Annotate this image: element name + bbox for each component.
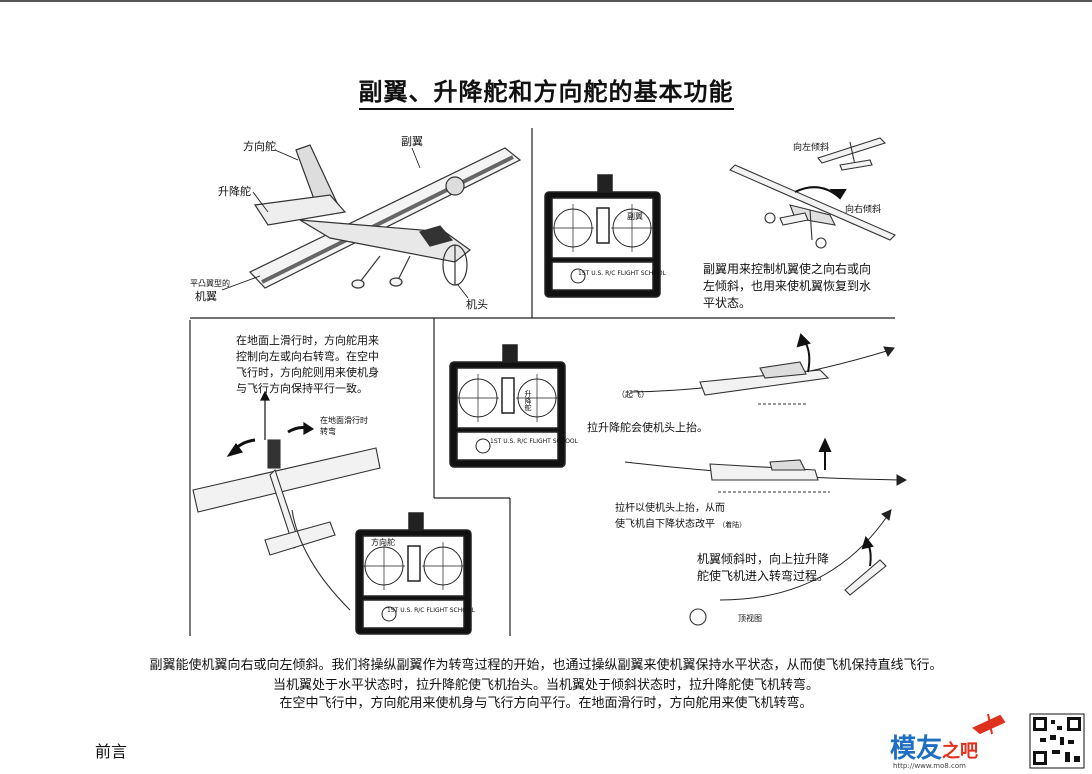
rudder-description: 在地面上滑行时，方向舵用来 控制向左或向右转弯。在空中 飞行时，方向舵则用来使机… bbox=[236, 334, 379, 395]
page-title: 副翼、升降舵和方向舵的基本功能 bbox=[0, 72, 1092, 110]
elevator-planes bbox=[689, 361, 887, 626]
label-aileron: 副翼 bbox=[401, 135, 423, 148]
section-title: 前言 bbox=[95, 742, 128, 761]
label-ground-turn: 在地面滑行时 转弯 bbox=[320, 416, 368, 436]
label-wing-airfoil: 平凸翼型的 bbox=[190, 279, 230, 288]
pull-description-1: 拉杆以使机头上抬，从而 bbox=[615, 503, 725, 514]
tx-school-rudder: 1ST U.S. R/C FLIGHT SCHOOL bbox=[387, 607, 476, 614]
logo-plane-icon bbox=[972, 713, 1006, 735]
tx-label-elevator: 升降舵 bbox=[524, 390, 532, 411]
bank-turn-description: 机翼倾斜时，向上拉升降 舵使飞机进入转弯过程。 bbox=[697, 552, 830, 583]
banking-planes bbox=[729, 137, 896, 249]
qr-code-icon bbox=[1029, 713, 1085, 769]
site-url[interactable]: http://www.mo8.com bbox=[893, 762, 966, 770]
tx-school-aileron: 1ST U.S. R/C FLIGHT SCHOOL bbox=[578, 270, 667, 277]
label-bank-right: 向右倾斜 bbox=[845, 205, 882, 215]
caption-line-3: 在空中飞行中，方向舵用来使机身与飞行方向平行。在地面滑行时，方向舵用来使飞机转弯… bbox=[279, 696, 813, 711]
tx-school-elevator: 1ST U.S. R/C FLIGHT SCHOOL bbox=[490, 438, 579, 445]
label-top-view: 顶视图 bbox=[738, 614, 762, 623]
bank-arrow bbox=[794, 186, 847, 200]
rudder-arrows bbox=[226, 390, 315, 458]
label-nose: 机头 bbox=[466, 298, 488, 311]
label-takeoff: （起飞） bbox=[617, 390, 649, 399]
label-rudder: 方向舵 bbox=[243, 140, 276, 153]
site-logo[interactable]: 模友之吧 bbox=[890, 734, 979, 764]
pull-description-2: 使飞机自下降状态改平 （着陆） bbox=[615, 519, 747, 530]
label-elevator: 升降舵 bbox=[218, 185, 251, 198]
airplane-perspective bbox=[249, 144, 522, 289]
transmitter-aileron bbox=[544, 174, 661, 298]
top-border bbox=[0, 0, 1092, 2]
label-wing: 机翼 bbox=[195, 290, 217, 303]
panel1-leader-lines bbox=[221, 147, 469, 299]
transmitter-elevator bbox=[449, 344, 566, 468]
aileron-description: 副翼用来控制机翼使之向右或向 左倾斜，也用来使机翼恢复到水 平状态。 bbox=[703, 262, 872, 310]
tx-label-aileron: 副翼 bbox=[627, 212, 643, 221]
label-elevator-up: 拉升降舵会使机头上抬。 bbox=[587, 421, 708, 434]
caption-line-2: 当机翼处于水平状态时，拉升降舵使飞机抬头。当机翼处于倾斜状态时，拉升降舵使飞机转… bbox=[272, 678, 819, 693]
rudder-top-view bbox=[192, 439, 381, 611]
label-bank-left: 向左倾斜 bbox=[793, 143, 830, 153]
label-landing: （着陆） bbox=[718, 521, 747, 529]
transmitter-rudder bbox=[355, 512, 472, 635]
elevator-arrows bbox=[796, 333, 874, 567]
caption-line-1: 副翼能使机翼向右或向左倾斜。我们将操纵副翼作为转弯过程的开始，也通过操纵副翼来使… bbox=[149, 658, 943, 673]
tx-label-rudder: 方向舵 bbox=[371, 538, 395, 547]
